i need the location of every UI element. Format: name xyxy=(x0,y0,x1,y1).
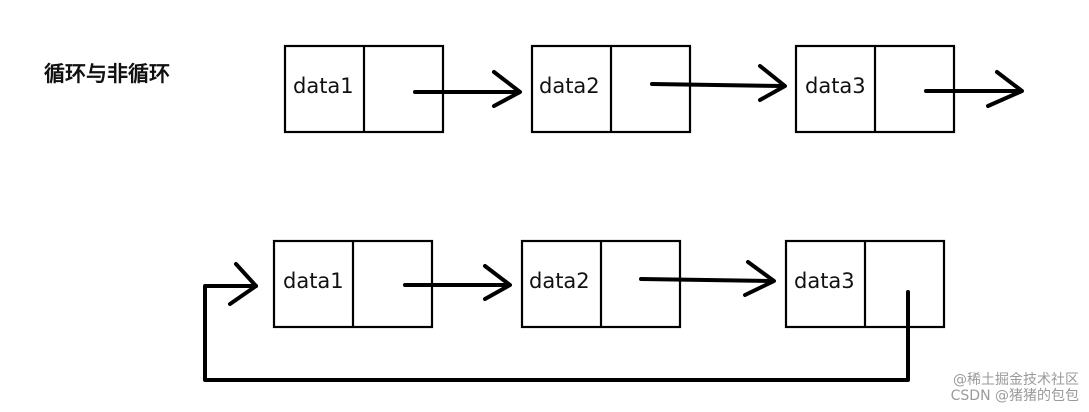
circular-back-link-path xyxy=(203,284,910,382)
linear-node-2: data2 xyxy=(530,44,692,134)
linear-arrow-2-shaft xyxy=(650,82,784,88)
linear-node-3-data: data3 xyxy=(805,74,866,98)
linear-arrow-1 xyxy=(413,70,522,108)
linear-arrow-3 xyxy=(924,70,1024,108)
circular-back-link-head xyxy=(228,262,258,306)
linear-list: data1 data2 data3 xyxy=(283,44,1024,134)
circular-node-2: data2 xyxy=(520,239,682,329)
circular-arrow-2-shaft xyxy=(639,277,774,283)
circular-list: data1 data2 data3 xyxy=(203,239,946,382)
circular-node-2-data: data2 xyxy=(529,269,590,293)
circular-node-3-data: data3 xyxy=(794,269,855,293)
linear-arrow-1-head xyxy=(492,70,522,108)
watermark-line-1: @稀土掘金技术社区 xyxy=(953,372,1079,388)
linear-arrow-2-head xyxy=(758,64,787,102)
circular-arrow-2-head xyxy=(743,260,776,297)
watermark-line-2: CSDN @猪猪的包包 xyxy=(950,388,1079,404)
circular-arrow-1-head xyxy=(483,264,512,301)
linear-arrow-2 xyxy=(650,64,787,102)
linear-node-2-data: data2 xyxy=(539,74,600,98)
linear-arrow-3-head xyxy=(986,70,1024,108)
circular-node-1-data: data1 xyxy=(283,269,344,293)
circular-back-link xyxy=(203,262,910,382)
circular-arrow-1 xyxy=(403,264,512,301)
linear-node-1: data1 xyxy=(283,44,445,134)
circular-node-3: data3 xyxy=(784,239,946,329)
watermark: @稀土掘金技术社区 CSDN @猪猪的包包 xyxy=(951,372,1079,404)
diagram-title: 循环与非循环 xyxy=(44,62,170,86)
circular-arrow-2 xyxy=(639,260,776,297)
linear-node-1-data: data1 xyxy=(293,74,354,98)
linear-node-3: data3 xyxy=(794,44,956,134)
